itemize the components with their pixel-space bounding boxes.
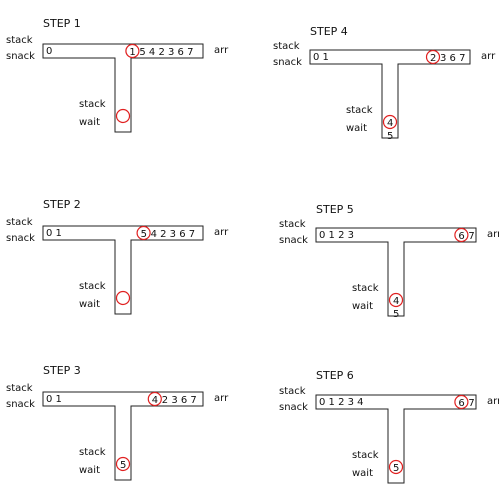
wait-top-ring: [115, 456, 131, 472]
stem-stack-label: stack: [79, 99, 106, 110]
step-panel-3: STEP 3 stack snack arr 0 1 4 2 3 6 7 5 stack wait: [6, 364, 229, 481]
snack-contents: 0 1: [46, 228, 62, 239]
wait-item: 5: [387, 131, 393, 142]
arr-label: arr: [214, 227, 229, 238]
wait-top-ring: [382, 114, 398, 130]
step-panel-6: STEP 6 stack snack arr 0 1 2 3 4 67 5 stack wait: [279, 369, 499, 484]
snack-contents: 0 1: [46, 394, 62, 405]
wait-item: 5: [393, 309, 399, 320]
arr-head-value: 6: [458, 231, 464, 242]
arr-label: arr: [487, 396, 499, 407]
wait-top-value: 5: [120, 460, 126, 471]
arr-head-ring: [454, 394, 469, 410]
step-title: STEP 3: [43, 364, 81, 377]
arr-rest-values: 7: [468, 398, 474, 409]
wait-label: wait: [352, 468, 373, 479]
arr-rest-values: 3 6 7: [440, 53, 465, 64]
track-outline: [42, 225, 204, 315]
track-outline: [315, 394, 477, 484]
snack-label: snack: [6, 51, 35, 62]
track-outline: [309, 49, 471, 139]
stack-label: stack: [6, 217, 33, 228]
arr-head-value: 2: [430, 53, 436, 64]
step-title: STEP 5: [316, 203, 354, 216]
wait-label: wait: [346, 123, 367, 134]
stem-stack-label: stack: [79, 447, 106, 458]
arr-label: arr: [214, 45, 229, 56]
step-panel-2: STEP 2 stack snack arr 0 1 5 4 2 3 6 7 stack wai…: [6, 198, 229, 315]
step-panel-4: STEP 4 stack snack arr 0 1 2 3 6 7 4 5 stack wait: [273, 25, 496, 142]
arr-rest-values: 2 3 6 7: [162, 395, 197, 406]
snack-label: snack: [273, 57, 302, 68]
stack-label: stack: [273, 41, 300, 52]
step-title: STEP 2: [43, 198, 81, 211]
arr-head-ring: [454, 227, 469, 243]
step-title: STEP 6: [316, 369, 354, 382]
wait-top-value: 4: [387, 118, 393, 129]
arr-head-ring: [425, 49, 441, 65]
wait-label: wait: [79, 117, 100, 128]
arr-rest-values: 5 4 2 3 6 7: [139, 47, 193, 58]
step-title: STEP 4: [310, 25, 348, 38]
stem-stack-label: stack: [346, 105, 373, 116]
stack-label: stack: [6, 383, 33, 394]
arr-head-value: 4: [152, 395, 158, 406]
snack-label: snack: [6, 399, 35, 410]
snack-label: snack: [279, 402, 308, 413]
wait-label: wait: [79, 299, 100, 310]
wait-top-value: 5: [393, 463, 399, 474]
wait-label: wait: [352, 301, 373, 312]
arr-head-value: 1: [129, 47, 135, 58]
arr-head-ring: [147, 391, 162, 407]
wait-top-ring: [388, 292, 404, 308]
snack-contents: 0 1 2 3: [319, 230, 354, 241]
arr-rest-values: 7: [468, 231, 474, 242]
arr-head-value: 5: [141, 229, 147, 240]
snack-label: snack: [6, 233, 35, 244]
arr-label: arr: [481, 51, 496, 62]
wait-top-ring: [115, 108, 131, 124]
step-title: STEP 1: [43, 17, 81, 30]
arr-head-value: 6: [458, 398, 464, 409]
stem-stack-label: stack: [79, 281, 106, 292]
stack-label: stack: [279, 386, 306, 397]
snack-contents: 0 1 2 3 4: [319, 397, 364, 408]
stem-stack-label: stack: [352, 450, 379, 461]
snack-contents: 0 1: [313, 52, 329, 63]
track-outline: [42, 391, 204, 481]
step-panel-5: STEP 5 stack snack arr 0 1 2 3 67 4 5 stack wait: [279, 203, 499, 320]
wait-top-value: 4: [393, 296, 399, 307]
step-panel-1: STEP 1 stack snack arr 0 1 5 4 2 3 6 7 stack wai…: [6, 17, 229, 133]
track-outline: [42, 43, 204, 133]
wait-top-ring: [115, 290, 131, 306]
stack-label: stack: [6, 35, 33, 46]
wait-label: wait: [79, 465, 100, 476]
arr-rest-values: 4 2 3 6 7: [151, 229, 196, 240]
stack-label: stack: [279, 219, 306, 230]
arr-head-ring: [136, 225, 151, 241]
snack-label: snack: [279, 235, 308, 246]
arr-head-ring: [125, 43, 140, 59]
wait-top-ring: [388, 459, 404, 475]
track-outline: [315, 227, 477, 317]
arr-label: arr: [487, 229, 499, 240]
snack-contents: 0: [46, 46, 52, 57]
stem-stack-label: stack: [352, 283, 379, 294]
arr-label: arr: [214, 393, 229, 404]
